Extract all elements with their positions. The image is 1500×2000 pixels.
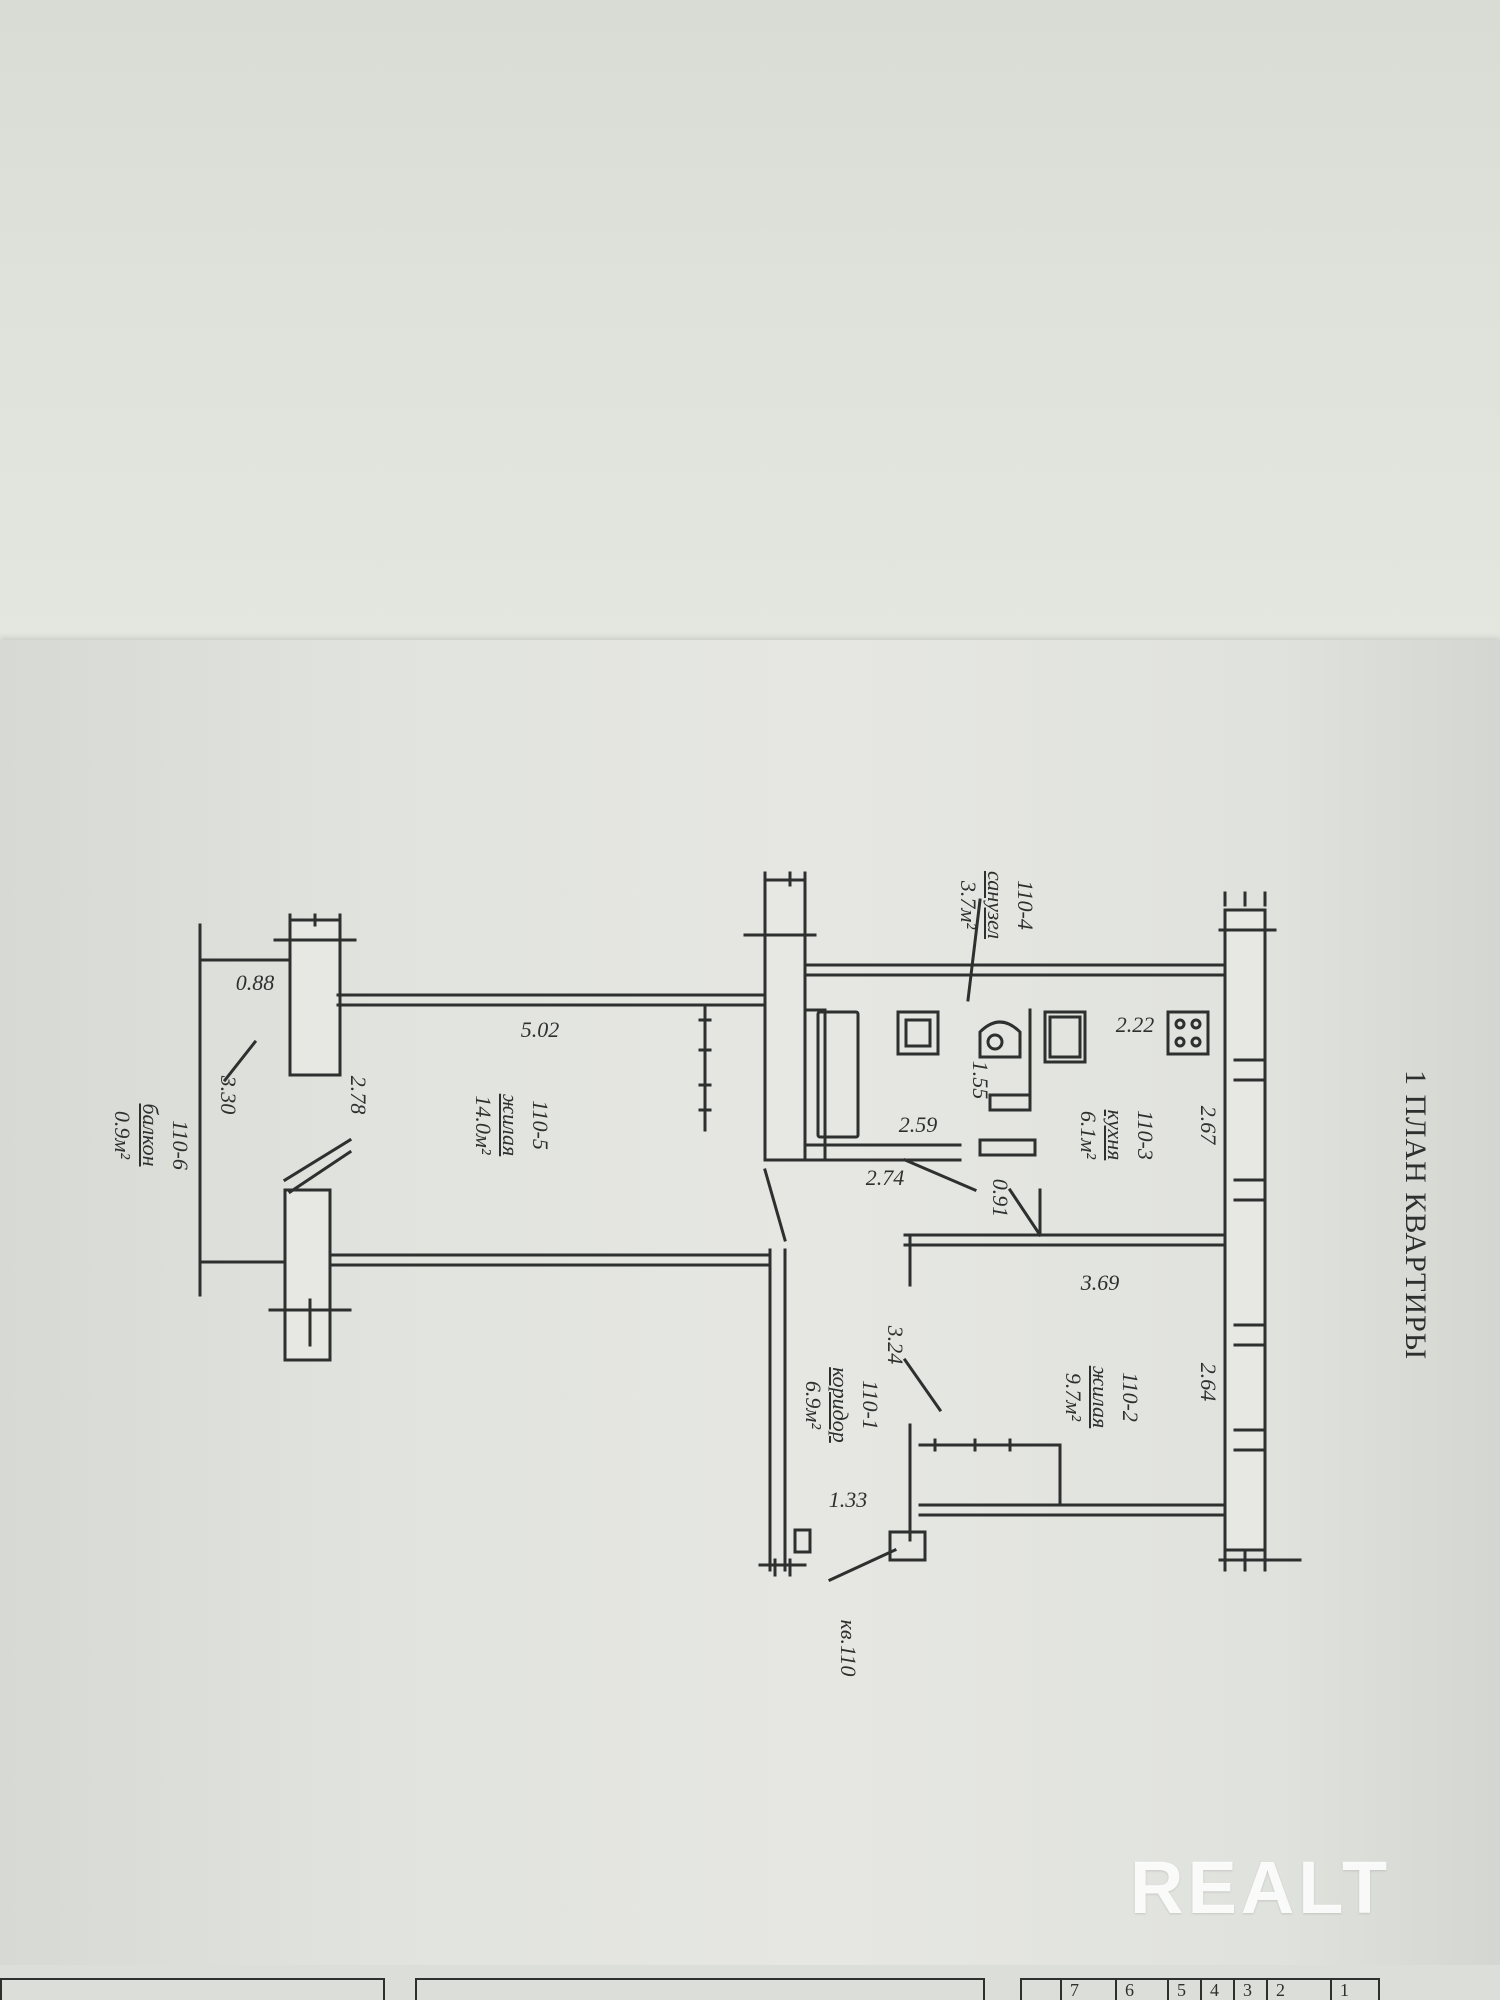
dimension-label: 2.59 <box>898 1112 938 1137</box>
room-id: 110-4 <box>1013 880 1038 930</box>
balcony-door-line <box>282 1137 353 1183</box>
kitchen-stove-outline <box>1043 1010 1087 1064</box>
room-name: коридор <box>828 1367 853 1443</box>
right-wall <box>1223 908 1267 1552</box>
table-frame <box>0 1978 385 2000</box>
room-pointer <box>966 898 982 1002</box>
toilet <box>978 1020 1022 1059</box>
left-wall-lower <box>283 1188 332 1362</box>
room-area: 14.0м² <box>471 1095 496 1155</box>
dimension-label: 0.88 <box>235 970 275 995</box>
central-wall <box>763 878 807 1162</box>
room-pointer <box>1007 1187 1043 1238</box>
dimension-label: 3.30 <box>216 1075 241 1115</box>
entrance-jamb <box>888 1530 927 1562</box>
ventilation-arrows <box>698 1003 712 1132</box>
room-id: 110-3 <box>1133 1110 1158 1160</box>
room-name: кухня <box>1103 1109 1128 1161</box>
room-area: 3.7м² <box>956 880 981 930</box>
dimension-label: 3.24 <box>883 1325 908 1365</box>
dimension-label: 5.02 <box>520 1017 560 1042</box>
burner <box>1190 1018 1202 1030</box>
table-number: 2 <box>1266 1978 1293 2000</box>
dimension-label: 0.91 <box>988 1178 1013 1218</box>
room-id: 110-5 <box>528 1100 553 1150</box>
burner <box>1190 1036 1202 1048</box>
burner <box>1174 1018 1186 1030</box>
background-surface <box>0 0 1500 660</box>
table-number: 4 <box>1200 1978 1227 2000</box>
room-name: санузел <box>983 871 1008 939</box>
room-id: 110-1 <box>858 1380 883 1430</box>
dimension-label: 2.74 <box>865 1165 905 1190</box>
entrance-jamb <box>793 1528 812 1554</box>
burner <box>1174 1036 1186 1048</box>
room-name: жилая <box>498 1093 523 1157</box>
flat-pointer <box>828 1548 897 1582</box>
balcony-door-line-2 <box>287 1149 353 1195</box>
table-number: 3 <box>1233 1978 1260 2000</box>
room-name: жилая <box>1088 1365 1113 1429</box>
room-area: 0.9м² <box>110 1110 135 1160</box>
room-pointer <box>902 1357 943 1413</box>
room-pointer <box>222 1039 258 1083</box>
room-area: 6.9м² <box>801 1380 826 1430</box>
toilet-bowl <box>986 1033 1004 1051</box>
room-name: балкон <box>138 1103 163 1167</box>
plan-title: 1 ПЛАН КВАРТИРЫ <box>1399 1069 1432 1361</box>
break-mark <box>1218 1548 1302 1572</box>
break-mark <box>743 871 817 937</box>
bathtub <box>816 1010 860 1139</box>
watermark: REALT <box>1130 1846 1392 1929</box>
door-jamb <box>978 1138 1037 1157</box>
dimension-label: 1.33 <box>828 1487 868 1512</box>
dimension-label: 2.64 <box>1196 1362 1221 1402</box>
table-frame <box>415 1978 985 2000</box>
room-pointer <box>763 1168 787 1242</box>
sink <box>896 1010 940 1056</box>
break-mark <box>758 1558 807 1577</box>
table-number: 6 <box>1115 1978 1142 2000</box>
table-number: 7 <box>1060 1978 1087 2000</box>
dimension-label: 2.67 <box>1196 1105 1221 1145</box>
door-jamb <box>988 1093 1032 1112</box>
table-number: 5 <box>1167 1978 1194 2000</box>
sink-inner <box>904 1018 932 1048</box>
dimension-label: 3.69 <box>1080 1270 1120 1295</box>
dimension-label: 2.22 <box>1115 1012 1155 1037</box>
break-mark <box>273 913 357 942</box>
bottom-strip <box>0 1965 1500 2000</box>
break-mark <box>268 1298 352 1347</box>
room-id: 110-6 <box>168 1120 193 1170</box>
dimension-label: 2.78 <box>346 1075 371 1115</box>
ventilation-arrows <box>918 1438 1062 1452</box>
flat-number: кв.110 <box>836 1619 861 1677</box>
left-wall-upper <box>288 918 342 1077</box>
room-id: 110-2 <box>1118 1372 1143 1422</box>
break-mark <box>1218 891 1277 932</box>
room-area: 6.1м² <box>1076 1110 1101 1160</box>
table-number: 1 <box>1330 1978 1357 2000</box>
dimension-label: 1.55 <box>968 1060 993 1100</box>
room-area: 9.7м² <box>1061 1372 1086 1422</box>
kitchen-stove-inner <box>1048 1015 1082 1059</box>
room-pointer <box>903 1158 977 1192</box>
cooktop <box>1166 1010 1210 1056</box>
